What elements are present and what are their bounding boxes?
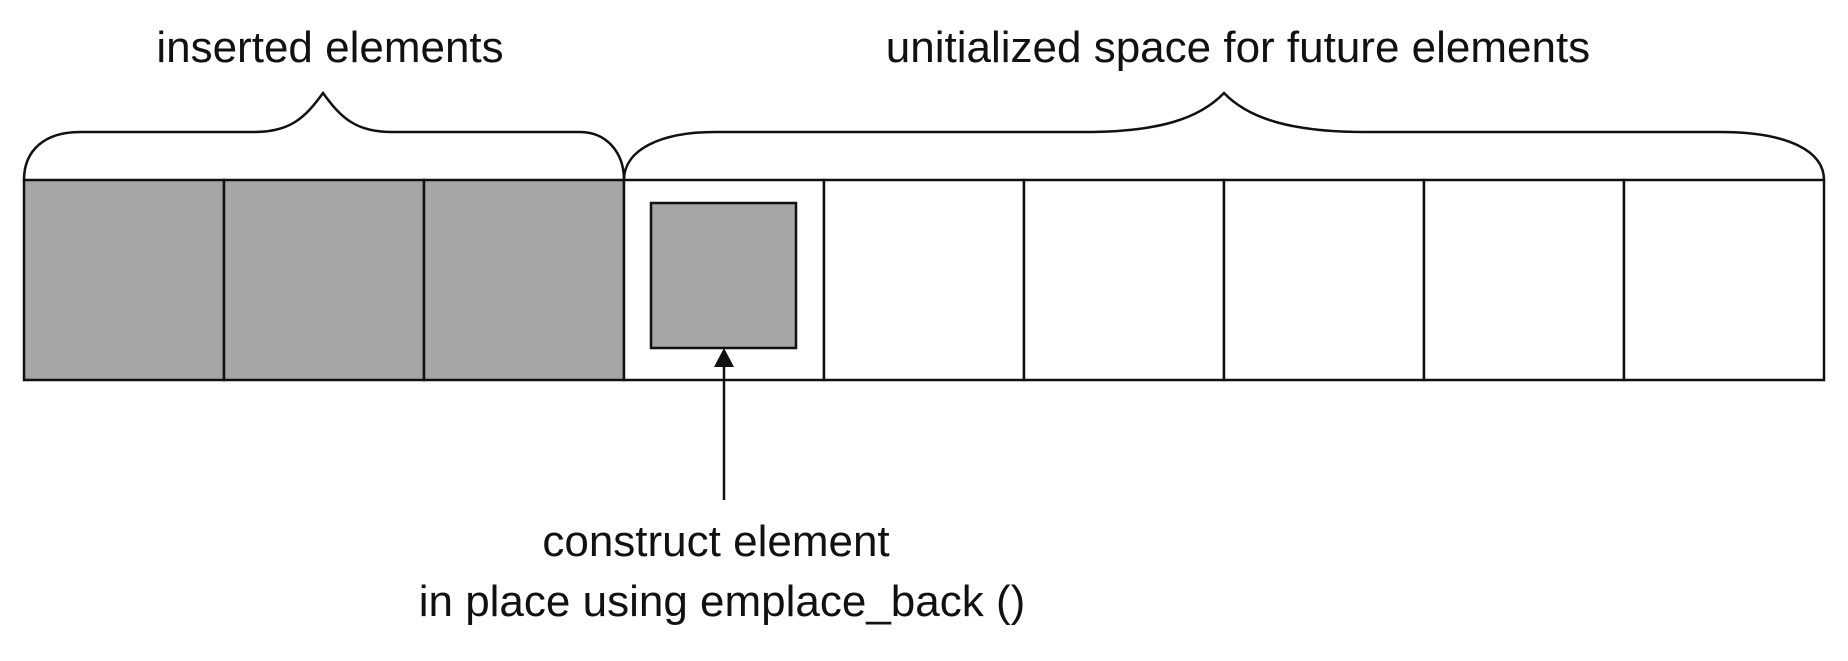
new-element-box (649, 201, 798, 350)
inserted-cell-1 (222, 178, 426, 382)
arrow-head-icon (714, 348, 734, 367)
inserted-cell-2 (422, 178, 626, 382)
empty-cell-4 (822, 178, 1026, 382)
empty-cell-5 (1022, 178, 1226, 382)
uninitialized-space-label: unitialized space for future elements (886, 23, 1590, 72)
empty-cell-7 (1422, 178, 1626, 382)
emplace-back-label: in place using emplace_back () (419, 577, 1026, 626)
memory-cells (22, 178, 1826, 382)
inserted-elements-label: inserted elements (156, 23, 503, 72)
empty-cell-8 (1622, 178, 1826, 382)
empty-cell-6 (1222, 178, 1426, 382)
uninitialized-space-brace (622, 91, 1826, 181)
inserted-elements-brace (22, 90, 626, 181)
inserted-cell-0 (22, 178, 226, 382)
construct-element-label: construct element (542, 517, 889, 566)
